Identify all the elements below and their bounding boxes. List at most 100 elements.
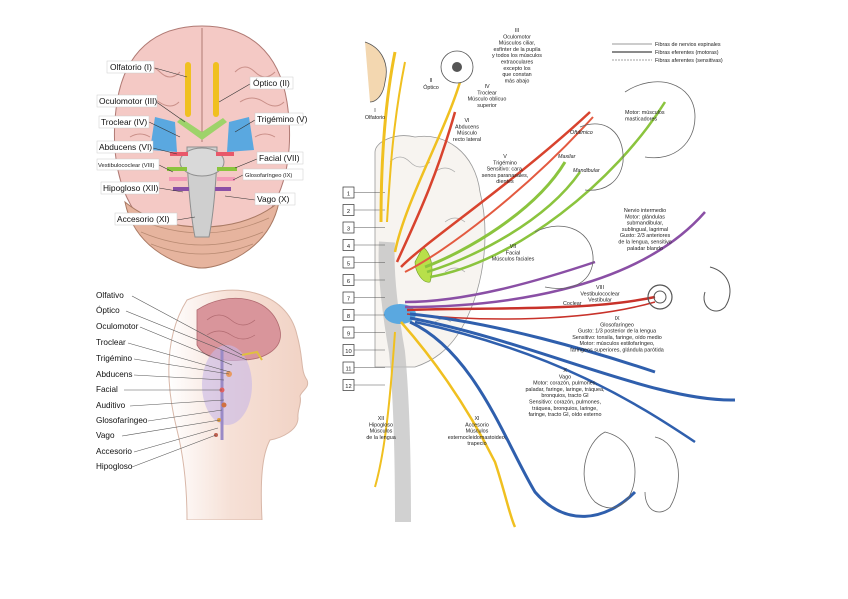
map-label-nervio-intermedio: de la lengua, sensitivo [618,240,671,246]
nerve-number-box: 4 [342,239,385,251]
brain-label-glosofaringeo: Glosofaríngeo (IX) [245,173,292,179]
map-label-vago: Sensitivo: corazón, pulmones, [529,400,601,406]
map-label-nervio-intermedio: paladar blando [627,246,663,252]
brain-label-facial: Facial (VII) [259,153,300,163]
map-label-glosofaringeo: Sensitivo: tonsila, faringe, oído medio [572,335,662,341]
map-label-vago: X [563,368,567,374]
map-label-troclear: superior [477,103,497,109]
map-label-abducens: Abducens [455,124,479,130]
map-label-trigemino: Trigémino [493,160,517,166]
nerve-number-box: 7 [342,291,385,304]
head-label-auditivo: Auditivo [96,401,126,410]
nerve-number: 2 [347,209,350,215]
map-label-glosofaringeo: Motor: músculos estilofaríngeo, [580,341,655,347]
map-label-nervio-intermedio: sublingual, lagrimal [622,227,668,233]
brain-label-olfatorio: Olfatorio (I) [110,62,152,72]
head-label-facial: Facial [96,385,118,394]
brain-label-vestibulococlear: Vestibulococlear (VIII) [98,163,154,169]
map-label-oculomotor: y todos los músculos [492,53,542,59]
head-profile-illustration: Olfativo Óptico Oculomotor Troclear Trig… [96,289,309,521]
map-label-abducens: VI [464,118,469,124]
brain-label-troclear: Troclear (IV) [101,117,147,127]
map-label-oculomotor: Oculomotor [503,34,531,40]
face-sketch-icon [624,81,696,159]
map-label-glosofaringeo: faríngeos superiores, glándula parótida [570,348,664,354]
nerve-number: 8 [347,314,350,320]
map-label-oculomotor: que constan [502,72,531,78]
nerve-text-blocks: IOlfatorioIIÓpticoIIIOculomotorMúsculos … [365,28,672,447]
map-label-face-branch: Oftálmico [570,130,593,136]
nerve-number-box: 11 [342,361,385,374]
map-label-hipogloso: Músculos [370,429,393,435]
map-label-trigemino: senos paranasales, [482,173,529,179]
map-label-oculomotor: extraoculares [501,60,534,66]
map-label-motor-masticadores: masticadores [625,116,657,122]
map-label-oculomotor: excepto los [503,66,531,72]
map-label-troclear: IV [484,84,489,90]
map-label-optico: Óptico [423,84,439,91]
nerve-number: 10 [345,349,351,355]
map-label-vago: faringe, tracto GI, oído externo [528,412,601,418]
map-label-accesorio: XI [474,416,479,422]
nerve-number-box: 8 [342,309,385,321]
map-label-oculomotor: Músculos ciliar, [499,41,536,47]
map-label-olfatorio: Olfatorio [365,115,385,121]
nerve-number-box: 12 [342,379,385,391]
map-label-vestibulococlear: Vestibular [588,298,612,304]
brain-label-optico: Óptico (II) [253,78,290,88]
map-label-oculomotor: más abajo [505,78,530,84]
map-label-nervio-intermedio: Gusto: 2/3 anteriores [620,233,671,239]
head-label-optico: Óptico [96,305,120,315]
brain-base-panel: Olfatorio (I) Óptico (II) Oculomotor (II… [95,22,310,272]
nerve-number-box: 6 [342,274,385,286]
map-label-coclear: Coclear [563,301,582,307]
map-label-vestibulococlear: Vestibulococlear [580,291,619,297]
map-label-face-branch: Mandibular [573,168,600,174]
map-label-hipogloso: XII [378,416,385,422]
map-label-trigemino: V [503,154,507,160]
map-label-vago: bronquios, tracto GI [541,393,588,399]
brain-label-oculomotor: Oculomotor (III) [99,96,157,106]
legend: Fibras de nervios espinales Fibras efere… [612,42,723,64]
brain-labels: Olfatorio (I) Óptico (II) Oculomotor (II… [96,60,308,226]
legend-aferentes: Fibras aferentes (sensitivas) [655,58,723,64]
map-label-accesorio: Accesorio [465,422,489,428]
map-label-optico: II [430,78,433,84]
nerve-number: 4 [347,244,351,250]
legend-eferentes: Fibras eferentes (motoras) [655,50,719,56]
brain-label-abducens: Abducens (VI) [99,142,152,152]
map-label-facial: Músculos faciales [492,257,535,263]
nerve-number: 9 [347,331,350,337]
nerve-number: 7 [347,296,350,302]
map-label-accesorio: esternocleidomastoideo, [448,435,507,441]
nerve-number-box: 10 [342,344,385,356]
head-labels: Olfativo Óptico Oculomotor Troclear Trig… [96,291,148,471]
head-label-oculomotor: Oculomotor [96,322,139,331]
ear-icon [647,284,673,310]
brain-base-illustration: Olfatorio (I) Óptico (II) Oculomotor (II… [96,25,308,269]
nerve-number-box: 9 [342,326,385,339]
nerve-number: 6 [347,279,350,285]
map-label-vago: Vago [559,374,571,380]
map-label-trigemino: dientes [496,179,514,185]
head-label-accesorio: Accesorio [96,447,132,456]
map-label-oculomotor: III [515,28,520,34]
head-label-glosofaringeo: Glosofaríngeo [96,416,148,425]
brain-label-accesorio: Accesorio (XI) [117,214,170,224]
brain-label-hipogloso: Hipogloso (XII) [103,183,159,193]
map-label-motor-masticadores: Motor: músculos [625,110,665,116]
nerve-number: 3 [347,226,350,232]
map-label-oculomotor: esfínter de la pupila [493,47,540,53]
map-label-troclear: Músculo oblicuo [468,97,507,103]
head-label-olfativo: Olfativo [96,291,124,300]
nerve-number: 11 [345,366,351,372]
map-label-glosofaringeo: Glosofaríngeo [600,322,634,328]
head-label-vago: Vago [96,431,115,440]
map-label-glosofaringeo: Gusto: 1/3 posterior de la lengua [578,329,656,335]
head-label-hipogloso: Hipogloso [96,462,133,471]
map-label-trigemino: Sensitivo: cara, [487,167,524,173]
head-label-troclear: Troclear [96,338,126,347]
nerve-number: 1 [347,191,350,197]
